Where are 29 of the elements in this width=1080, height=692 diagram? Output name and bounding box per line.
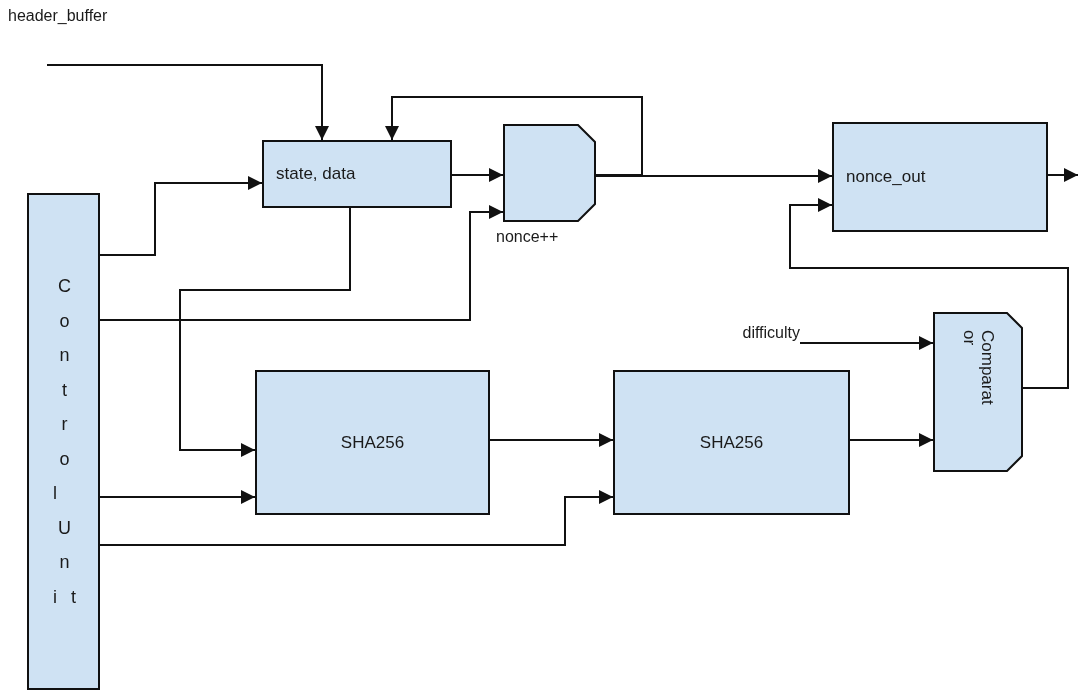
block-label: Control Unit	[52, 275, 90, 609]
arrow	[789, 198, 1069, 389]
process-box	[613, 370, 850, 515]
process-box	[255, 370, 490, 515]
box-label: SHA256	[340, 432, 405, 453]
arrow	[595, 169, 833, 183]
box-label: SHA256	[699, 432, 764, 453]
signal-label: difficulty	[742, 325, 800, 341]
arrow	[451, 168, 504, 182]
arrow	[99, 205, 504, 321]
arrow	[849, 433, 934, 447]
arrow	[385, 96, 643, 176]
process-box	[262, 140, 452, 208]
arrow	[489, 433, 614, 447]
arrow	[799, 336, 934, 350]
arrow	[1047, 168, 1079, 182]
box-label: nonce_out	[846, 167, 926, 187]
control-block	[27, 193, 100, 690]
arrow	[99, 490, 256, 504]
signal-label: header_buffer	[8, 8, 108, 24]
block-label: nonce++	[496, 228, 559, 246]
arrow	[99, 490, 614, 546]
process-box	[832, 122, 1048, 232]
box-label: state, data	[276, 164, 356, 184]
arrow	[179, 207, 351, 457]
comparator-block	[933, 312, 1023, 472]
arrow	[46, 64, 329, 141]
arrow	[99, 176, 263, 256]
block-label: Comparat or	[960, 329, 996, 407]
